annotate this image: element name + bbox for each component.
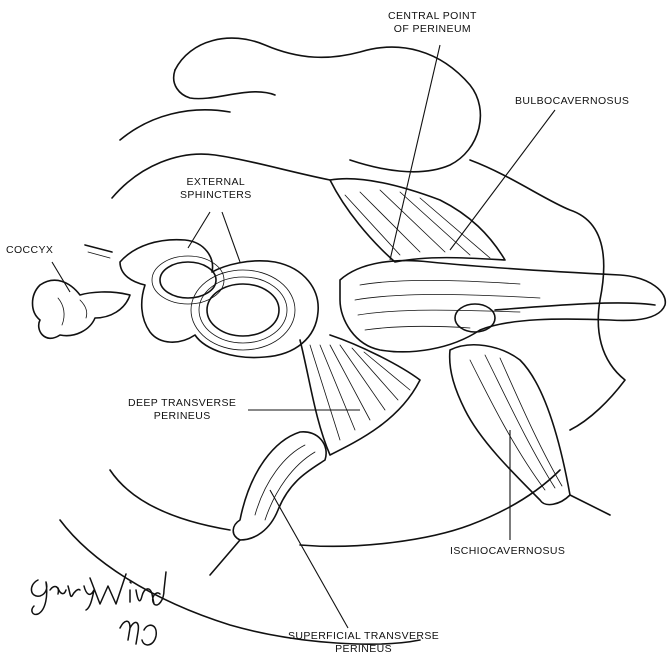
- leader-superficial-transverse: [270, 490, 348, 628]
- leader-bulbocavernosus: [450, 110, 555, 250]
- central-point-region: [330, 179, 505, 262]
- artist-signature: [31, 572, 166, 645]
- external-sphincter-rings: [85, 240, 318, 358]
- label-ischiocavernosus: ISCHIOCAVERNOSUS: [450, 545, 565, 558]
- leader-lines: [52, 45, 555, 628]
- leader-sphincter-1: [188, 212, 210, 248]
- bulbocavernosus-muscle: [340, 261, 665, 352]
- superficial-transverse-muscle: [210, 432, 326, 575]
- label-coccyx: COCCYX: [6, 244, 53, 257]
- label-central-point: CENTRAL POINT OF PERINEUM: [388, 10, 477, 36]
- ischiocavernosus-muscle: [450, 345, 610, 515]
- leader-coccyx: [52, 262, 70, 292]
- label-bulbocavernosus: BULBOCAVERNOSUS: [515, 95, 629, 108]
- label-external-sphincters: EXTERNAL SPHINCTERS: [180, 176, 252, 202]
- leader-sphincter-2: [222, 212, 240, 262]
- coccyx-shape: [33, 280, 131, 338]
- label-superficial-transverse: SUPERFICIAL TRANSVERSE PERINEUS: [288, 630, 439, 656]
- leader-central-point: [390, 45, 440, 260]
- label-deep-transverse: DEEP TRANSVERSE PERINEUS: [128, 397, 236, 423]
